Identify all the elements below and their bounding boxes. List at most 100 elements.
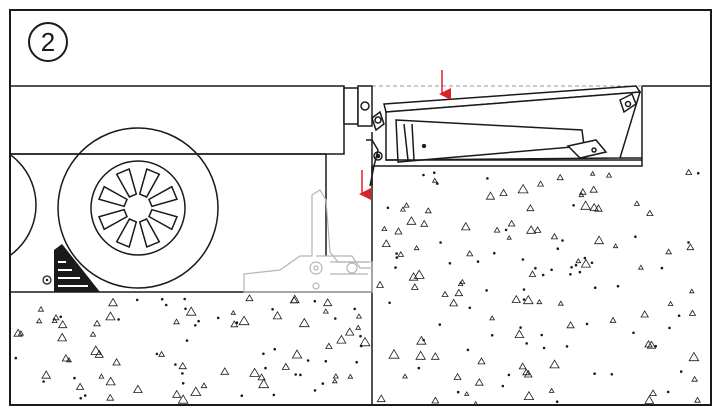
concrete-speckle [521, 258, 525, 261]
concrete-speckle [533, 226, 542, 233]
concrete-speckle [359, 344, 363, 348]
concrete-speckle [441, 290, 449, 297]
concrete-speckle [158, 350, 165, 357]
concrete-speckle [52, 314, 60, 321]
wheel-spoke-cutout [138, 218, 161, 249]
concrete-speckle [133, 384, 143, 393]
concrete-speckle [589, 170, 596, 176]
concrete-speckle [14, 356, 18, 360]
concrete-speckle [649, 389, 657, 397]
concrete-speckle [677, 314, 681, 318]
concrete-speckle [449, 298, 459, 307]
concrete-speckle [550, 232, 559, 240]
concrete-speckle [578, 270, 582, 274]
concrete-speckle [667, 300, 674, 306]
concrete-speckle [294, 373, 298, 376]
concrete-speckle [507, 219, 516, 227]
concrete-speckle [468, 306, 472, 310]
concrete-speckle [686, 243, 695, 251]
concrete-speckle [454, 288, 464, 297]
concrete-speckle [79, 396, 82, 400]
wheel-spoke-cutout [148, 208, 179, 231]
concrete-speckle [181, 372, 184, 375]
concrete-speckle [37, 306, 45, 312]
concrete-speckle [394, 227, 403, 235]
concrete-speckle [381, 239, 391, 248]
concrete-speckle [439, 241, 442, 244]
concrete-speckle [548, 387, 555, 393]
rear-wheel-partial [10, 153, 37, 257]
concrete-speckle [289, 294, 300, 304]
concrete-speckle [590, 261, 594, 265]
concrete-speckle [424, 207, 432, 214]
concrete-speckle [108, 297, 118, 307]
concrete-speckle [435, 182, 439, 185]
concrete-speckle [459, 278, 466, 285]
concrete-speckle [685, 168, 693, 175]
concrete-speckle [408, 272, 419, 281]
concrete-speckle [420, 219, 429, 227]
concrete-speckle [291, 349, 303, 359]
concrete-speckle [93, 319, 101, 327]
concrete-speckle [489, 315, 496, 321]
concrete-speckle [688, 309, 697, 316]
concrete-speckle [105, 311, 116, 321]
concrete-speckle [177, 394, 189, 404]
concrete-speckle [422, 173, 425, 177]
concrete-speckle [583, 256, 587, 260]
concrete-speckle [257, 373, 266, 381]
concrete-speckle [589, 185, 598, 193]
step-number-badge: 2 [28, 22, 68, 62]
concrete-speckle [574, 263, 578, 267]
concrete-speckle [460, 221, 471, 231]
concrete-speckle [594, 235, 605, 245]
concrete-speckle [431, 396, 440, 404]
concrete-speckle [585, 322, 589, 326]
concrete-speckle [580, 200, 591, 210]
concrete-speckle [245, 294, 254, 302]
concrete-speckle [273, 347, 277, 351]
concrete-speckle [522, 368, 531, 376]
concrete-speckle [197, 319, 200, 323]
concrete-speckle [522, 298, 526, 301]
concrete-speckle [485, 289, 488, 292]
concrete-speckle [689, 288, 695, 294]
concrete-speckle [299, 373, 302, 377]
concrete-speckle [344, 327, 355, 336]
concrete-speckle [561, 239, 564, 242]
concrete-speckle [565, 345, 569, 348]
concrete-speckle [413, 269, 425, 279]
driveway-concrete-texture [13, 294, 371, 404]
concrete-speckle [578, 191, 585, 198]
concrete-speckle [35, 317, 43, 324]
concrete-speckle [644, 395, 655, 404]
concrete-speckle [666, 390, 670, 394]
concrete-speckle [313, 389, 317, 392]
concrete-speckle [185, 306, 197, 316]
concrete-speckle [272, 393, 276, 397]
concrete-speckle [272, 311, 283, 320]
dock-concrete-texture [376, 168, 701, 405]
concrete-speckle [578, 188, 587, 195]
concrete-speckle [536, 299, 543, 305]
concrete-speckle [518, 362, 527, 370]
concrete-speckle [646, 209, 654, 216]
concrete-speckle [634, 235, 637, 239]
concrete-speckle [313, 299, 317, 303]
concrete-speckle [388, 348, 400, 359]
concrete-speckle [238, 315, 250, 326]
concrete-speckle [566, 321, 575, 329]
concrete-speckle [59, 315, 63, 319]
concrete-speckle [637, 264, 644, 270]
concrete-speckle [65, 357, 73, 363]
concrete-speckle [281, 362, 291, 370]
concrete-speckle [172, 389, 182, 398]
concrete-speckle [271, 307, 274, 311]
concrete-speckle [262, 352, 265, 356]
concrete-speckle [646, 340, 657, 349]
concrete-speckle [541, 273, 545, 277]
concrete-speckle [466, 250, 474, 257]
concrete-speckle [406, 216, 417, 225]
concrete-speckle [347, 373, 354, 379]
wheel-chock-icon [42, 244, 100, 292]
